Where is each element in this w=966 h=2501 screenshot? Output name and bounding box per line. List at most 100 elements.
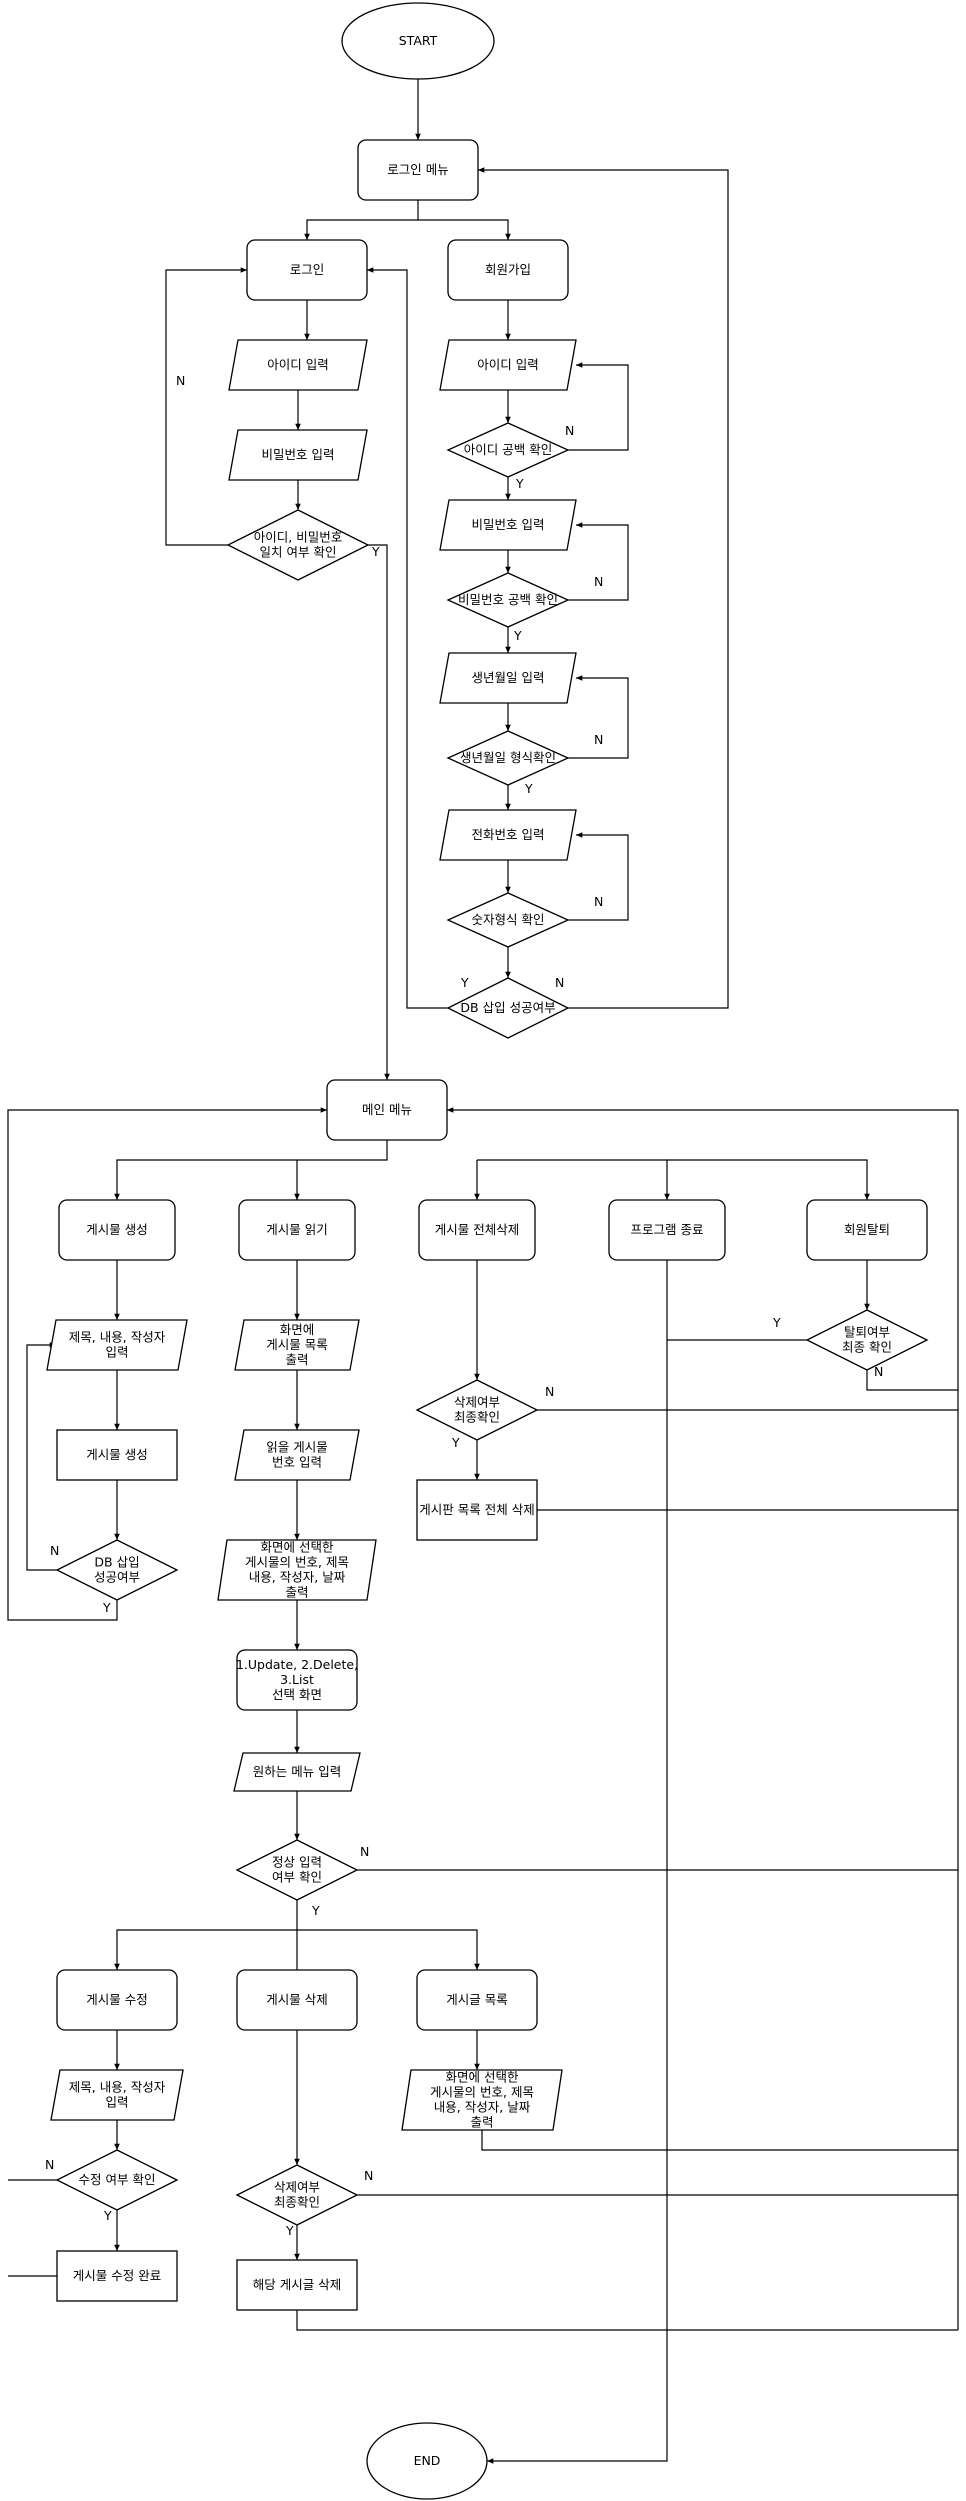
node-label: 게시물 읽기 bbox=[266, 1222, 327, 1237]
node-label: 생년월일 입력 bbox=[472, 670, 545, 685]
node-label: 숫자형식 확인 bbox=[472, 912, 545, 927]
node-end: END bbox=[366, 2422, 488, 2500]
node-shape-rounded bbox=[58, 1199, 176, 1261]
node-login: 로그인 bbox=[246, 239, 368, 301]
node-label: 생년월일 형식확인 bbox=[460, 750, 556, 765]
edge-main-split-to-create bbox=[114, 1140, 388, 1200]
node-c-make: 게시물 생성 bbox=[56, 1429, 178, 1481]
node-shape-diamond bbox=[415, 1379, 539, 1441]
node-post-read: 게시물 읽기 bbox=[238, 1199, 356, 1261]
node-r-in: 원하는 메뉴 입력 bbox=[233, 1752, 361, 1792]
node-shape-parallelogram bbox=[233, 1752, 361, 1792]
node-u-post: 게시물 수정 bbox=[56, 1969, 178, 2031]
node-su-phone-chk: 숫자형식 확인 bbox=[446, 892, 570, 948]
node-shape-parallelogram bbox=[228, 339, 368, 391]
node-su-birth: 생년월일 입력 bbox=[439, 652, 577, 704]
node-label: 게시물 수정 완료 bbox=[73, 2268, 161, 2283]
edge-label-el-login-y: Y bbox=[371, 544, 380, 559]
node-shape-diamond bbox=[55, 1539, 179, 1601]
node-shape-rect bbox=[236, 2259, 358, 2311]
edge-main-return-right bbox=[447, 1107, 959, 2330]
node-prog-end: 프로그램 종료 bbox=[608, 1199, 726, 1261]
edge-create-db-n bbox=[26, 1342, 57, 1571]
node-shape-rounded bbox=[236, 1969, 358, 2031]
node-signup: 회원가입 bbox=[447, 239, 569, 301]
node-d-all: 게시판 목록 전체 삭제 bbox=[416, 1479, 538, 1541]
node-shape-diamond bbox=[446, 730, 570, 786]
node-shape-rounded bbox=[447, 239, 569, 301]
node-shape-rect bbox=[56, 1429, 178, 1481]
flowchart-edges bbox=[7, 79, 959, 2464]
node-shape-rounded bbox=[246, 239, 368, 301]
node-label: 프로그램 종료 bbox=[631, 1222, 704, 1237]
node-su-id: 아이디 입력 bbox=[439, 339, 577, 391]
node-in-id: 아이디 입력 bbox=[228, 339, 368, 391]
edge-su-pw-chk-n bbox=[568, 522, 629, 601]
node-label: 비밀번호 공백 확인 bbox=[458, 592, 558, 607]
node-shape-diamond bbox=[446, 977, 570, 1039]
edge-label-el-cdb-n: N bbox=[50, 1543, 59, 1558]
node-del-post: 게시물 삭제 bbox=[236, 1969, 358, 2031]
node-post-create: 게시물 생성 bbox=[58, 1199, 176, 1261]
node-label: END bbox=[414, 2453, 441, 2468]
edge-delpost-do-to-main bbox=[296, 2310, 958, 2331]
node-su-pw-chk: 비밀번호 공백 확인 bbox=[446, 572, 570, 628]
node-label: 메인 메뉴 bbox=[362, 1102, 412, 1117]
edge-login-check-y bbox=[368, 544, 390, 1080]
node-shape-diamond bbox=[235, 2164, 359, 2226]
edge-login-check-n bbox=[165, 267, 247, 546]
node-main-menu: 메인 메뉴 bbox=[326, 1079, 448, 1141]
edge-read-chk-y-split bbox=[114, 1900, 298, 1970]
node-shape-rect bbox=[56, 2250, 178, 2302]
edge-su-db-n bbox=[478, 167, 729, 1009]
node-su-birth-chk: 생년월일 형식확인 bbox=[446, 730, 570, 786]
edge-main-split-to-withdraw bbox=[667, 1159, 870, 1200]
node-login-menu: 로그인 메뉴 bbox=[357, 139, 479, 201]
node-shape-diamond bbox=[805, 1309, 929, 1371]
node-su-id-chk: 아이디 공백 확인 bbox=[446, 422, 570, 478]
edge-su-id-chk-n bbox=[568, 362, 629, 451]
edge-label-el-sudb-n: N bbox=[555, 975, 564, 990]
node-shape-rounded bbox=[806, 1199, 928, 1261]
node-shape-parallelogram bbox=[217, 1539, 377, 1601]
node-su-pw: 비밀번호 입력 bbox=[439, 499, 577, 551]
edge-su-phone-chk-n bbox=[568, 832, 629, 921]
node-label: 로그인 bbox=[290, 262, 325, 277]
edge-label-el-suid-n: N bbox=[565, 423, 574, 438]
node-label: DB 삽입 성공여부 bbox=[460, 1000, 555, 1015]
edge-su-db-y bbox=[367, 267, 448, 1009]
node-list-post: 게시글 목록 bbox=[416, 1969, 538, 2031]
node-shape-rounded bbox=[418, 1199, 536, 1261]
node-in-pw: 비밀번호 입력 bbox=[228, 429, 368, 481]
node-shape-parallelogram bbox=[401, 2069, 563, 2131]
node-shape-rounded bbox=[608, 1199, 726, 1261]
edge-create-db-y bbox=[7, 1107, 327, 1621]
node-shape-parallelogram bbox=[50, 2069, 184, 2121]
node-u-done: 게시물 수정 완료 bbox=[56, 2250, 178, 2302]
edge-label-el-supw-n: N bbox=[594, 574, 603, 589]
node-shape-parallelogram bbox=[234, 1319, 360, 1371]
edge-label-el-suid-y: Y bbox=[515, 476, 524, 491]
node-shape-parallelogram bbox=[234, 1429, 360, 1481]
node-shape-parallelogram bbox=[439, 652, 577, 704]
node-shape-rounded bbox=[56, 1969, 178, 2031]
node-label: 전화번호 입력 bbox=[472, 827, 545, 842]
node-label: 게시글 목록 bbox=[446, 1992, 507, 2007]
edge-label-el-delchk-n: N bbox=[364, 2168, 373, 2183]
